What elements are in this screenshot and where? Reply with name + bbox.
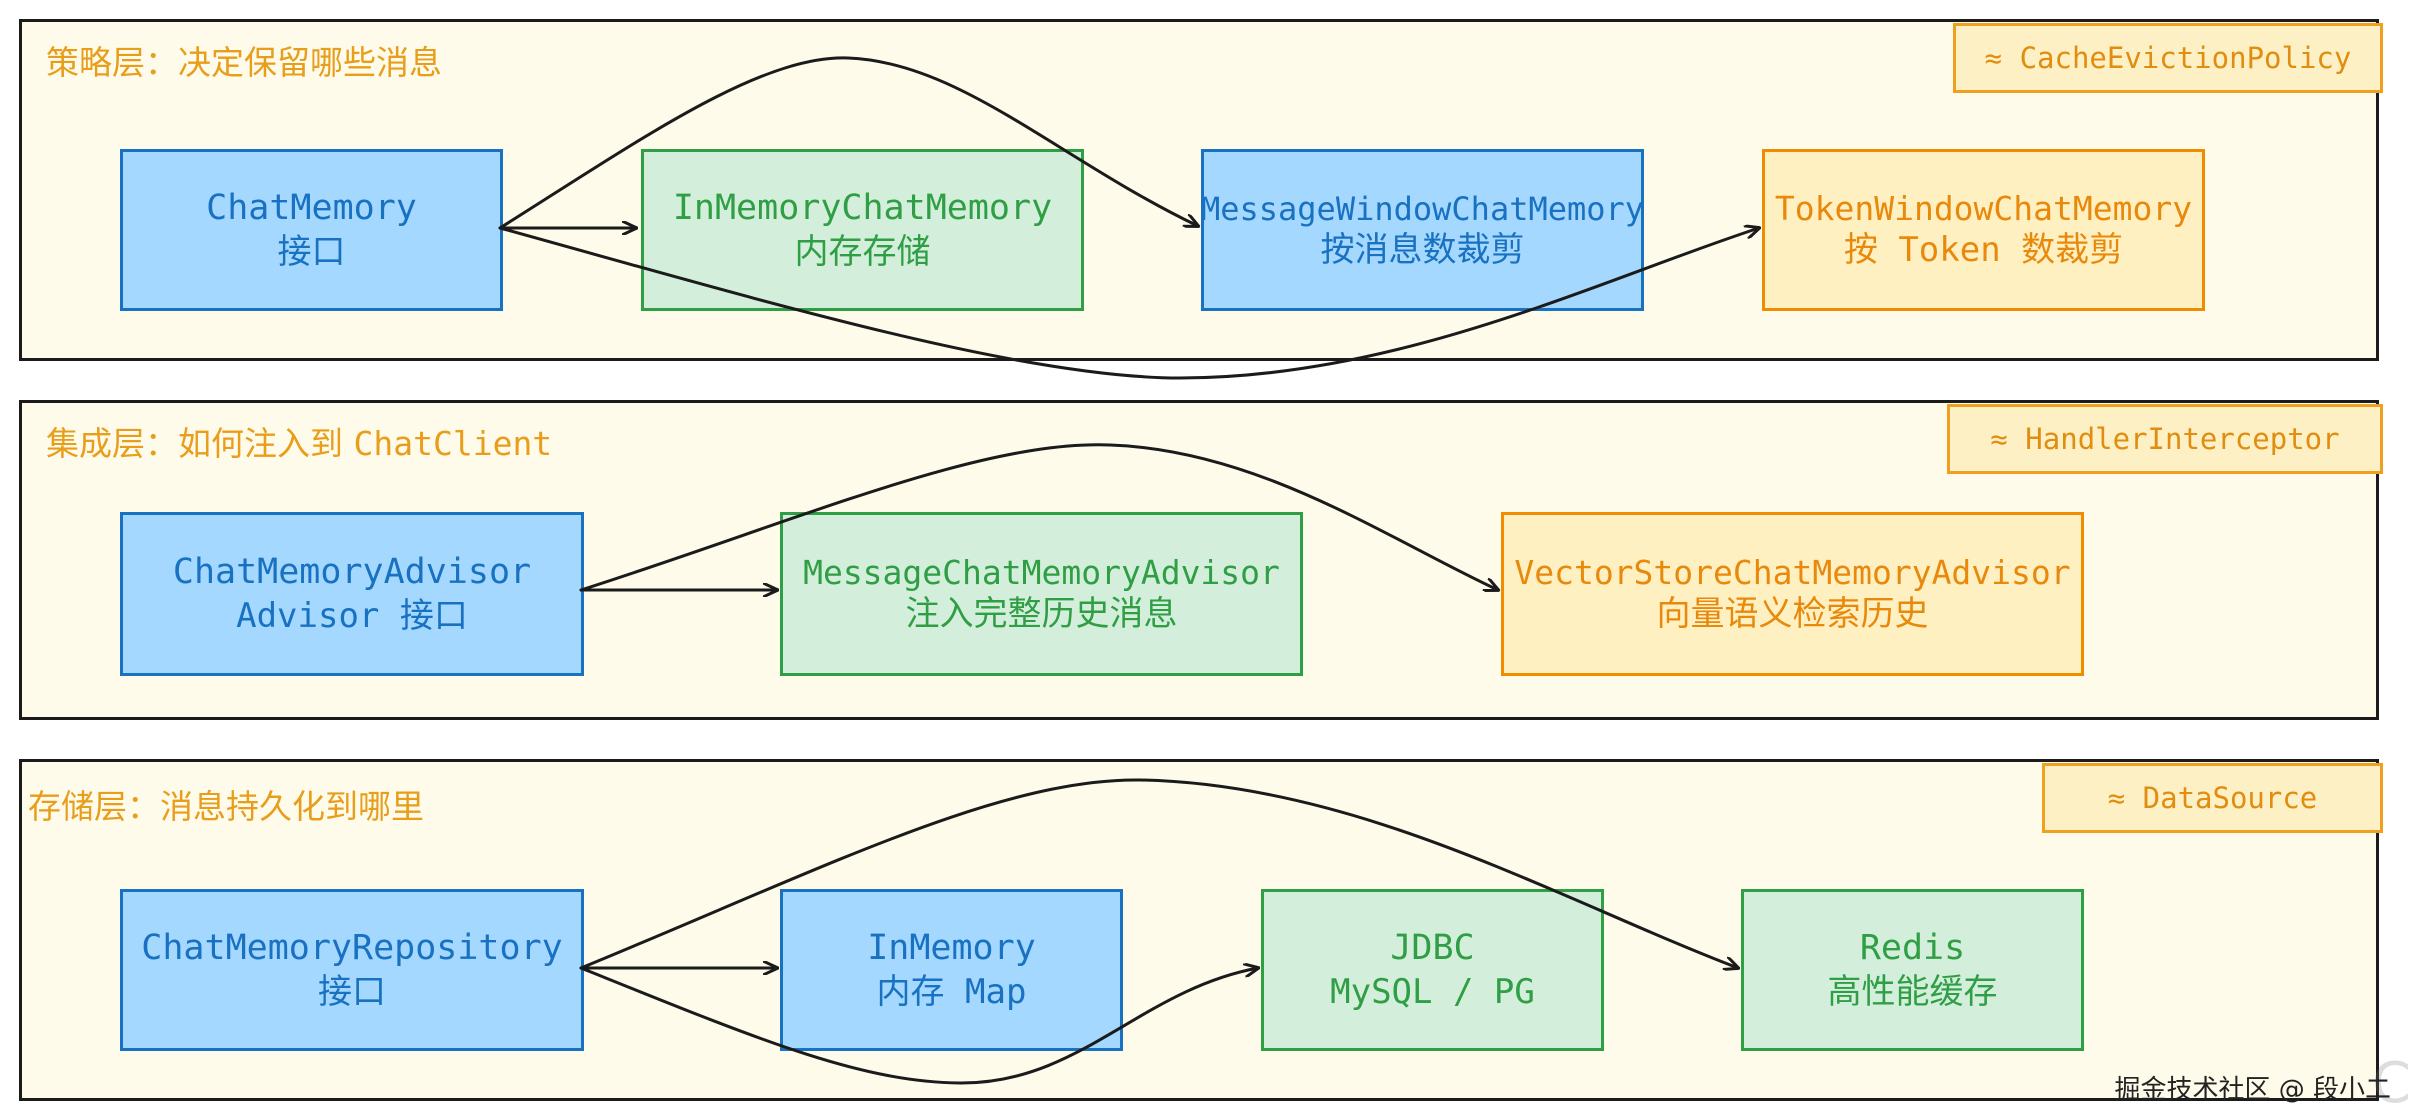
message-chat-memory-advisor-box: MessageChatMemoryAdvisor 注入完整历史消息 (780, 512, 1303, 676)
box-desc: 高性能缓存 (1827, 971, 1998, 1012)
vector-store-chat-memory-advisor-box: VectorStoreChatMemoryAdvisor 向量语义检索历史 (1501, 512, 2084, 676)
integration-layer-title: 集成层：如何注入到 ChatClient (46, 417, 552, 465)
box-name: ChatMemory (206, 187, 417, 228)
integration-layer: 集成层：如何注入到 ChatClient ≈ HandlerIntercepto… (19, 400, 2383, 720)
integration-title-code: ChatClient (353, 424, 553, 463)
in-memory-chat-memory-box: InMemoryChatMemory 内存存储 (641, 149, 1084, 311)
box-desc: 内存 Map (876, 971, 1027, 1012)
box-desc: 向量语义检索历史 (1656, 594, 1929, 635)
box-desc: 内存存储 (794, 231, 931, 272)
token-window-chat-memory-box: TokenWindowChatMemory 按 Token 数裁剪 (1762, 149, 2205, 311)
jdbc-repository-box: JDBC MySQL / PG (1261, 889, 1604, 1051)
strategy-analogy-tag: ≈ CacheEvictionPolicy (1953, 23, 2383, 93)
integration-title-text: 集成层：如何注入到 (46, 424, 343, 463)
watermark-ghost: C (2371, 1051, 2411, 1116)
storage-analogy-tag: ≈ DataSource (2042, 763, 2383, 833)
box-desc: 接口 (318, 971, 386, 1012)
box-desc: 按消息数裁剪 (1320, 229, 1525, 270)
strategy-layer-title: 策略层：决定保留哪些消息 (46, 43, 442, 82)
box-name: ChatMemoryRepository (141, 927, 563, 968)
box-name: ChatMemoryAdvisor (172, 551, 532, 592)
strategy-layer: 策略层：决定保留哪些消息 ≈ CacheEvictionPolicy ChatM… (19, 19, 2383, 361)
storage-layer: 存储层：消息持久化到哪里 ≈ DataSource ChatMemoryRepo… (19, 759, 2383, 1101)
box-name: InMemory (867, 927, 1036, 968)
box-name: InMemoryChatMemory (672, 187, 1053, 228)
chat-memory-repository-interface-box: ChatMemoryRepository 接口 (120, 889, 584, 1051)
chat-memory-interface-box: ChatMemory 接口 (120, 149, 503, 311)
in-memory-repository-box: InMemory 内存 Map (780, 889, 1123, 1051)
box-desc: MySQL / PG (1330, 971, 1535, 1012)
box-name: Redis (1859, 927, 1966, 968)
chat-memory-advisor-interface-box: ChatMemoryAdvisor Advisor 接口 (120, 512, 584, 676)
box-desc: 按 Token 数裁剪 (1843, 230, 2124, 271)
message-window-chat-memory-box: MessageWindowChatMemory 按消息数裁剪 (1201, 149, 1644, 311)
integration-analogy-tag: ≈ HandlerInterceptor (1947, 404, 2383, 474)
box-name: MessageChatMemoryAdvisor (803, 553, 1280, 593)
watermark: 掘金技术社区 @ 段小二 (2114, 1075, 2391, 1105)
box-desc: 接口 (277, 231, 346, 272)
box-name: MessageWindowChatMemory (1200, 189, 1645, 228)
box-desc: Advisor 接口 (236, 595, 468, 636)
storage-layer-title: 存储层：消息持久化到哪里 (28, 787, 424, 826)
box-name: TokenWindowChatMemory (1774, 189, 2193, 229)
box-name: JDBC (1390, 927, 1475, 968)
box-name: VectorStoreChatMemoryAdvisor (1514, 553, 2071, 593)
redis-repository-box: Redis 高性能缓存 (1741, 889, 2084, 1051)
box-desc: 注入完整历史消息 (905, 594, 1178, 635)
